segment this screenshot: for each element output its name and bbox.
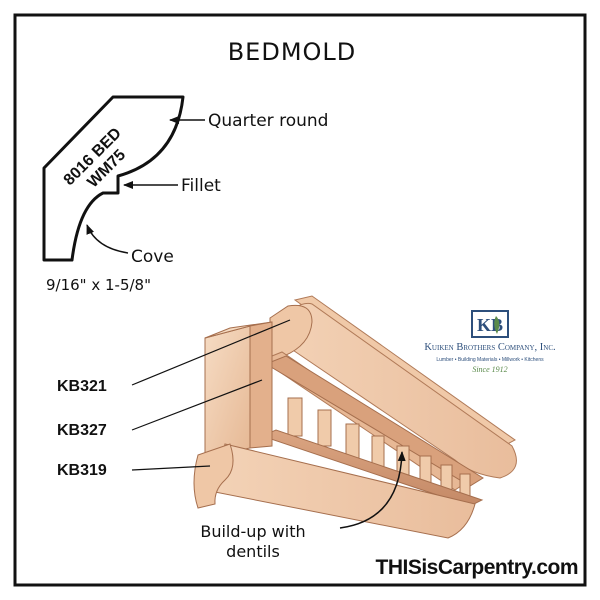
kb321-leader: [131, 319, 291, 386]
logo-leaf-icon: [494, 316, 500, 334]
kb327-label: KB327: [57, 422, 107, 439]
quarter-round-label: Quarter round: [208, 111, 328, 131]
buildup-arrow: [339, 451, 406, 529]
kb319-end-profile: [193, 443, 234, 509]
logo-monogram-box: [471, 310, 509, 338]
buildup-label-line1: Build-up with: [200, 522, 305, 541]
molding-assembly: [193, 295, 517, 539]
fillet-label: Fillet: [181, 176, 221, 196]
cove-label: Cove: [131, 247, 174, 267]
kb327-block-side: [249, 321, 273, 449]
site-watermark: THISisCarpentry.com: [376, 556, 579, 579]
kuiken-brothers-logo: KB Kuiken Brothers Company, Inc. Lumber …: [424, 310, 556, 374]
buildup-label-line2: dentils: [226, 542, 280, 561]
logo-company-name: Kuiken Brothers Company, Inc.: [424, 342, 555, 353]
cove-arrow: [86, 224, 129, 254]
dentil-block: [287, 397, 303, 437]
kb319-label: KB319: [57, 462, 107, 479]
dentil-rail-top: [264, 355, 484, 487]
diagram-title: BEDMOLD: [228, 38, 357, 66]
kb319-long-face: [214, 443, 476, 539]
dentil-block: [345, 423, 360, 459]
logo-since: Since 1912: [472, 365, 507, 374]
dentil-block: [317, 409, 332, 447]
kb321-label: KB321: [57, 378, 107, 395]
kb321-end-profile: [269, 304, 313, 357]
kb319-leader: [131, 465, 211, 471]
kb327-leader: [131, 379, 263, 431]
logo-tagline: Lumber • Building Materials • Millwork •…: [436, 357, 544, 363]
profile-dimensions: 9/16" x 1-5/8": [46, 276, 151, 294]
